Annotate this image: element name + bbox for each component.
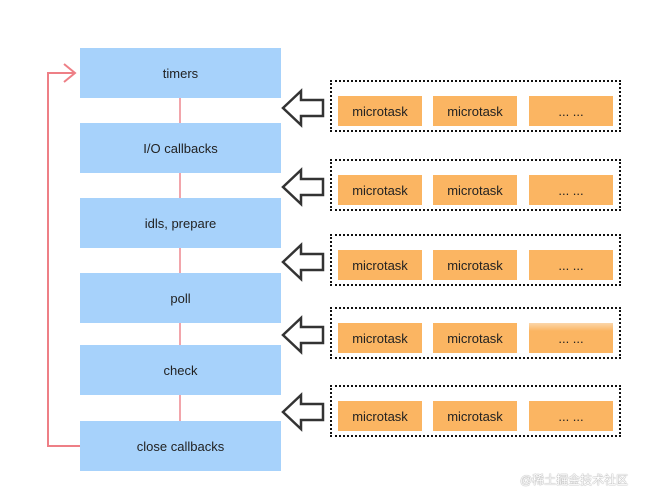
phase-poll: poll (80, 273, 281, 323)
watermark-text: @稀土掘金技术社区 (520, 473, 629, 487)
microtask-box: microtask (338, 96, 422, 126)
microtask-ellipsis-box: ... ... (529, 323, 613, 353)
microtask-box: microtask (338, 175, 422, 205)
microtask-ellipsis-box: ... ... (529, 96, 613, 126)
phase-label: poll (170, 290, 191, 306)
phase-label: check (163, 362, 198, 378)
phase-label: I/O callbacks (143, 140, 218, 156)
microtask-box: microtask (433, 401, 517, 431)
left-arrow-icon (281, 88, 325, 128)
microtask-box: microtask (433, 96, 517, 126)
microtask-box: microtask (433, 323, 517, 353)
microtask-queue: microtask microtask ... ... (330, 234, 621, 286)
left-arrow-icon (281, 315, 325, 355)
microtask-box: microtask (338, 401, 422, 431)
microtask-ellipsis-box: ... ... (529, 250, 613, 280)
microtask-queue: microtask microtask ... ... (330, 307, 621, 359)
left-arrow-icon (281, 167, 325, 207)
microtask-queue: microtask microtask ... ... (330, 159, 621, 211)
phase-close-callbacks: close callbacks (80, 421, 281, 471)
loop-back-arrowhead (63, 63, 77, 83)
microtask-box: microtask (338, 323, 422, 353)
phase-label: close callbacks (136, 438, 225, 454)
microtask-box: microtask (433, 175, 517, 205)
phase-label: timers (162, 65, 199, 81)
phase-idle-prepare: idls, prepare (80, 198, 281, 248)
microtask-box: microtask (433, 250, 517, 280)
microtask-ellipsis-box: ... ... (529, 175, 613, 205)
microtask-box: microtask (338, 250, 422, 280)
phase-timers: timers (80, 48, 281, 98)
loop-back-arrow (47, 72, 80, 447)
microtask-queue: microtask microtask ... ... (330, 80, 621, 132)
phase-label: idls, prepare (144, 215, 217, 231)
phase-check: check (80, 345, 281, 395)
microtask-ellipsis-box: ... ... (529, 401, 613, 431)
left-arrow-icon (281, 242, 325, 282)
phase-io-callbacks: I/O callbacks (80, 123, 281, 173)
microtask-queue: microtask microtask ... ... (330, 385, 621, 437)
left-arrow-icon (281, 392, 325, 432)
